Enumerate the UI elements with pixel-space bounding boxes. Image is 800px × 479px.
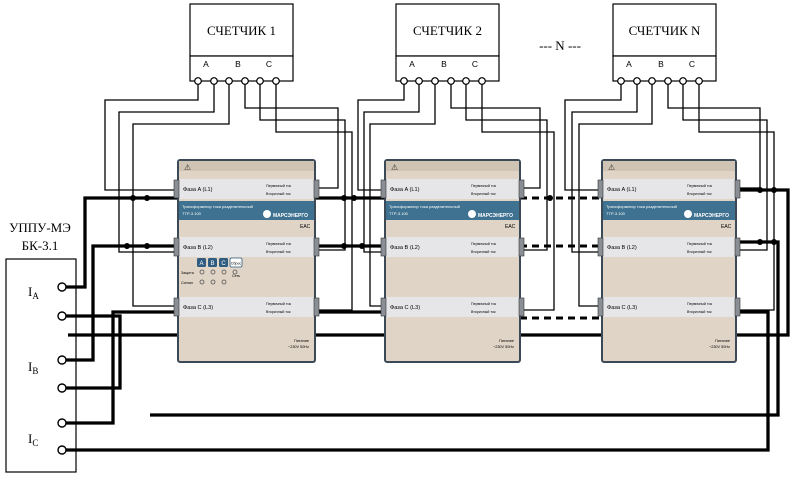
ttrn-phase-b-primary: Первичный ток <box>687 242 713 246</box>
ttr1-phase-a-primary: Первичный ток <box>266 184 292 188</box>
source-ia-label: IA <box>28 284 39 301</box>
ttrn-phase-b-label: Фаза B (L2) <box>607 245 637 251</box>
ttr2-power-line2: ~230V 50Hz <box>493 345 514 349</box>
transformer-unit-2: ⚠ Фаза A (L1) Первичный ток Вторичный то… <box>380 159 525 363</box>
ttr1-title-line1: Трансформатор тока разделительный <box>182 204 253 209</box>
ttr1-phase-b-secondary: Вторичный ток <box>266 250 291 254</box>
ttr2-title-line1: Трансформатор тока разделительный <box>389 204 460 209</box>
ttr1-network: Сеть <box>232 274 240 278</box>
ttrn-phase-c-label: Фаза C (L3) <box>607 305 637 311</box>
ttr1-phase-c-label: Фаза C (L3) <box>183 305 213 311</box>
ttr1-phase-b-label: Фаза B (L2) <box>183 245 213 251</box>
source-terminal-ia-out <box>57 282 67 292</box>
meter-2-phase-a: A <box>409 59 415 69</box>
ttr1-power-line2: ~230V 50Hz <box>288 345 309 349</box>
meter-terminals <box>194 77 703 85</box>
ttrn-phase-b-secondary: Вторичный ток <box>687 250 712 254</box>
ttrn-phase-c-primary: Первичный ток <box>687 302 713 306</box>
source-terminal-ic-out <box>57 418 67 428</box>
source-title-line2: БК-3.1 <box>22 238 59 253</box>
ttrn-title-line2: ТТР-3.100 <box>606 211 626 216</box>
source-terminal-ia-in <box>57 311 67 321</box>
ttr2-phase-c-label: Фаза C (L3) <box>390 305 420 311</box>
meter-wiring <box>104 81 775 311</box>
ttrn-phase-a-primary: Первичный ток <box>687 184 713 188</box>
ttr1-title-line2: ТТР-3.100 <box>182 211 202 216</box>
ttr2-phase-a-secondary: Вторичный ток <box>471 192 496 196</box>
source-ib-label: IB <box>28 359 38 376</box>
ttr2-phase-b-secondary: Вторичный ток <box>471 250 496 254</box>
transformer-unit-n: ⚠ Фаза A (L1) Первичный ток Вторичный то… <box>597 159 741 363</box>
ttr2-phase-a-label: Фаза A (L1) <box>390 187 420 193</box>
ttr2-phase-c-primary: Первичный ток <box>471 302 497 306</box>
ttr2-title-line2: ТТР-3.100 <box>389 211 409 216</box>
meter-2-phase-b: B <box>441 59 447 69</box>
meter-1-phase-b: B <box>235 59 241 69</box>
ttr2-phase-b-label: Фаза B (L2) <box>390 245 420 251</box>
ttrn-phase-c-secondary: Вторичный ток <box>687 310 712 314</box>
ttrn-phase-a-secondary: Вторичный ток <box>687 192 712 196</box>
source-unit: УППУ-МЭ БК-3.1 IA IB IC <box>5 220 77 473</box>
ttr2-phase-b-primary: Первичный ток <box>471 242 497 246</box>
ttr1-phase-a-label: Фаза A (L1) <box>183 187 213 193</box>
ttrn-power-line2: ~230V 50Hz <box>709 345 730 349</box>
primary-dashed-links <box>520 196 602 320</box>
ttr1-power-line1: Питание <box>294 339 309 343</box>
meter-1-title: СЧЕТЧИК 1 <box>207 23 276 38</box>
ttr2-phase-a-primary: Первичный ток <box>471 184 497 188</box>
meter-1: СЧЕТЧИК 1 A B C <box>189 3 294 82</box>
ttrn-title-line1: Трансформатор тока разделительный <box>606 204 677 209</box>
ttr1-eac-mark: EAC <box>300 224 311 230</box>
ttrn-phase-a-label: Фаза A (L1) <box>607 187 637 193</box>
source-ic-label: IC <box>28 431 38 448</box>
brand-logo-icon <box>468 210 476 218</box>
ttrn-eac-mark: EAC <box>721 224 732 230</box>
ttrn-power-line1: Питание <box>715 339 730 343</box>
ttr1-phase-c-secondary: Вторичный ток <box>266 310 291 314</box>
warning-icon: ⚠ <box>391 163 398 172</box>
ttr1-protection: Защита <box>181 271 194 275</box>
ttr2-power-line1: Питание <box>499 339 514 343</box>
brand-logo-icon <box>263 210 271 218</box>
junction-dots <box>124 187 777 249</box>
warning-icon: ⚠ <box>608 163 615 172</box>
source-terminal-ic-in <box>57 445 67 455</box>
brand-logo-icon <box>684 210 692 218</box>
ttr2-brand: МАРСЭНЕРГО <box>478 213 513 219</box>
meter-n-phase-a: A <box>626 59 632 69</box>
ttr1-button-c: C <box>221 261 226 267</box>
meter-1-phase-c: C <box>266 59 272 69</box>
ttr1-reset: Сброс <box>231 262 242 266</box>
ttr1-brand: МАРСЭНЕРГО <box>273 213 308 219</box>
source-terminal-ib-in <box>57 383 67 393</box>
source-title-line1: УППУ-МЭ <box>9 220 71 235</box>
meter-n-phase-c: C <box>689 59 695 69</box>
meter-n-title: СЧЕТЧИК N <box>629 23 701 38</box>
transformer-unit-1: ⚠ Фаза A (L1) Первичный ток Вторичный то… <box>173 159 320 363</box>
meter-2-title: СЧЕТЧИК 2 <box>413 23 482 38</box>
source-terminal-ib-out <box>57 355 67 365</box>
ttr2-eac-mark: EAC <box>505 224 516 230</box>
meter-1-phase-a: A <box>203 59 209 69</box>
meter-n: СЧЕТЧИК N A B C <box>612 3 717 82</box>
warning-icon: ⚠ <box>184 163 191 172</box>
ttr2-phase-c-secondary: Вторичный ток <box>471 310 496 314</box>
n-separator: --- N --- <box>539 38 581 53</box>
ttr1-phase-c-primary: Первичный ток <box>266 302 292 306</box>
ttr1-button-a: A <box>199 261 203 267</box>
ttrn-brand: МАРСЭНЕРГО <box>694 213 729 219</box>
ttr1-signal: Сигнал <box>181 281 193 285</box>
meter-2-phase-c: C <box>472 59 478 69</box>
ttr1-phase-b-primary: Первичный ток <box>266 242 292 246</box>
meter-n-phase-b: B <box>658 59 664 69</box>
ttr1-button-b: B <box>210 261 214 267</box>
meter-2: СЧЕТЧИК 2 A B C <box>395 3 500 82</box>
ttr1-phase-a-secondary: Вторичный ток <box>266 192 291 196</box>
